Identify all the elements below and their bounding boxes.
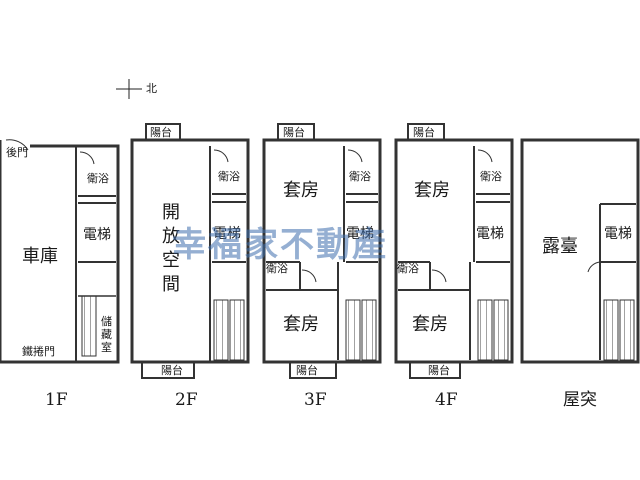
open-space-char-4: 間 bbox=[162, 274, 180, 295]
f3-balcony-top-label: 陽台 bbox=[283, 125, 305, 139]
f1-bath-label: 衛浴 bbox=[87, 172, 109, 185]
f4-bath-top-label: 衛浴 bbox=[480, 170, 502, 183]
f4-bath-mid-label: 衛浴 bbox=[397, 262, 419, 275]
storage-label-3: 室 bbox=[101, 340, 112, 354]
terrace-label: 露臺 bbox=[542, 236, 578, 257]
open-space-char-2: 放 bbox=[162, 226, 180, 247]
f2-balcony-top-label: 陽台 bbox=[150, 125, 172, 139]
floor-roof bbox=[520, 138, 640, 364]
garage-label: 車庫 bbox=[22, 246, 58, 267]
open-space-char-3: 空 bbox=[162, 250, 180, 271]
floor-2f bbox=[130, 123, 250, 379]
f2-balcony-bottom-label: 陽台 bbox=[161, 363, 183, 377]
open-space-char-1: 開 bbox=[162, 202, 180, 223]
storage-label-1: 儲 bbox=[101, 315, 112, 328]
floor-1f-label: 1F bbox=[45, 390, 68, 410]
floor-3f-label: 3F bbox=[304, 390, 327, 410]
floor-1f bbox=[0, 139, 120, 364]
f3-bath-mid-label: 衛浴 bbox=[266, 262, 288, 275]
north-arrow-icon: 北 bbox=[116, 79, 157, 99]
floor-4f-label: 4F bbox=[435, 390, 458, 410]
f4-suite-bottom-label: 套房 bbox=[412, 314, 448, 335]
shutter-door-label: 鐵捲門 bbox=[22, 344, 55, 358]
compass-label: 北 bbox=[146, 82, 157, 95]
f4-elevator-label: 電梯 bbox=[476, 226, 504, 242]
f4-balcony-top-label: 陽台 bbox=[413, 125, 435, 139]
floor-roof-label: 屋突 bbox=[563, 390, 597, 410]
back-door-label: 後門 bbox=[6, 145, 28, 159]
f3-elevator-label: 電梯 bbox=[346, 226, 374, 242]
floor-4f bbox=[394, 123, 514, 379]
f4-suite-top-label: 套房 bbox=[414, 180, 450, 201]
f2-bath-label: 衛浴 bbox=[218, 170, 240, 183]
watermark-text: 幸福家不動產 bbox=[172, 225, 388, 265]
storage-label-2: 藏 bbox=[101, 328, 112, 341]
roof-elevator-label: 電梯 bbox=[604, 226, 632, 242]
f4-balcony-bottom-label: 陽台 bbox=[428, 363, 450, 377]
f3-suite-top-label: 套房 bbox=[283, 180, 319, 201]
f3-suite-bottom-label: 套房 bbox=[283, 314, 319, 335]
f3-bath-top-label: 衛浴 bbox=[349, 170, 371, 183]
floor-3f bbox=[262, 123, 382, 379]
floor-2f-label: 2F bbox=[175, 390, 198, 410]
f2-elevator-label: 電梯 bbox=[213, 226, 241, 242]
f3-balcony-bottom-label: 陽台 bbox=[296, 363, 318, 377]
f1-elevator-label: 電梯 bbox=[83, 227, 111, 243]
